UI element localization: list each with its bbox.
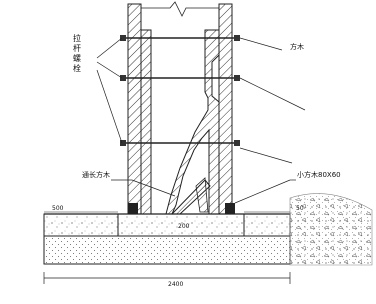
- label-square-timber: 方木: [290, 42, 304, 51]
- dimension-2400: [43, 272, 291, 284]
- tie-bolt-1: [120, 35, 240, 41]
- label-small-square-timber: 小方木80X60: [297, 170, 341, 179]
- leader-fangmu-2: [239, 77, 306, 111]
- diagonal-brace: [170, 177, 211, 215]
- leader-fangmu-3: [239, 147, 293, 164]
- dim-total-2400: 2400: [168, 281, 183, 288]
- leader-lines: [96, 37, 306, 204]
- leader-xiaofangmu-2: [234, 179, 291, 204]
- leader-tie-bolt-3: [96, 69, 123, 144]
- right-formwork: [165, 3, 233, 215]
- break-line: [141, 1, 219, 17]
- leader-tie-bolt-2: [96, 61, 123, 79]
- tie-bolt-2: [120, 75, 240, 81]
- dim-right-50: 50: [296, 205, 304, 212]
- leader-tongchang-2: [131, 179, 176, 197]
- leader-fangmu-1: [239, 37, 283, 51]
- dim-center-200: 200: [178, 223, 190, 230]
- dim-left-500: 500: [52, 205, 64, 212]
- label-tie-bolt: 拉杆螺栓: [73, 33, 82, 74]
- soil-zone: [289, 193, 373, 266]
- base-layer: [43, 235, 291, 265]
- leader-tie-bolt-1: [96, 37, 123, 59]
- tie-bolt-3: [120, 140, 240, 146]
- foundation: [43, 213, 291, 265]
- base-timber-left: [128, 203, 138, 214]
- label-through-long-square-timber: 通长方木: [82, 170, 110, 179]
- base-timber-right: [225, 203, 235, 214]
- tie-bolts: [120, 35, 240, 146]
